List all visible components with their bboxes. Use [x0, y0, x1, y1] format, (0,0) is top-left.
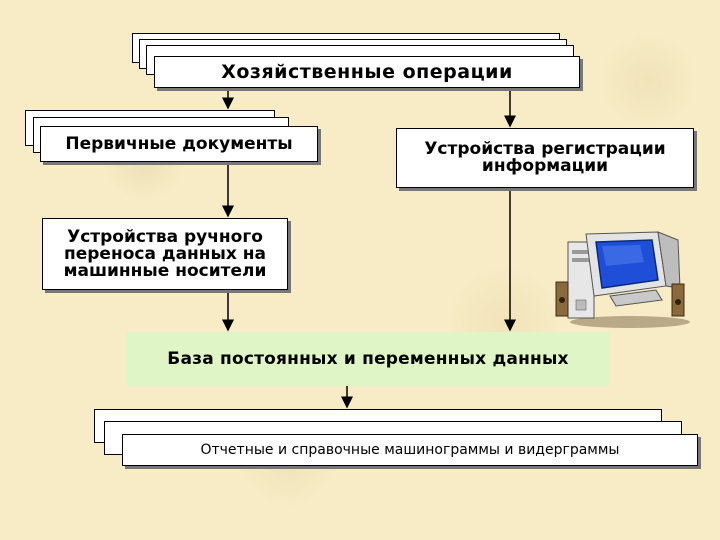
computer-icon — [555, 231, 690, 328]
box-output-reports-label: Отчетные и справочные машинограммы и вид… — [200, 442, 620, 458]
box-output-reports: Отчетные и справочные машинограммы и вид… — [122, 434, 698, 466]
box-registration-devices: Устройства регистрации информации — [396, 128, 694, 188]
box-database: База постоянных и переменных данных — [126, 332, 610, 386]
box-manual-transfer-devices: Устройства ручного переноса данных на ма… — [42, 218, 288, 290]
box-economic-operations: Хозяйственные операции — [154, 56, 580, 88]
box-primary-documents-label: Первичные документы — [65, 134, 293, 154]
box-economic-operations-label: Хозяйственные операции — [221, 61, 513, 83]
box-manual-transfer-devices-label: Устройства ручного переноса данных на ма… — [63, 226, 267, 281]
box-primary-documents: Первичные документы — [40, 126, 318, 162]
box-registration-devices-label: Устройства регистрации информации — [424, 139, 666, 176]
box-database-label: База постоянных и переменных данных — [167, 349, 569, 369]
